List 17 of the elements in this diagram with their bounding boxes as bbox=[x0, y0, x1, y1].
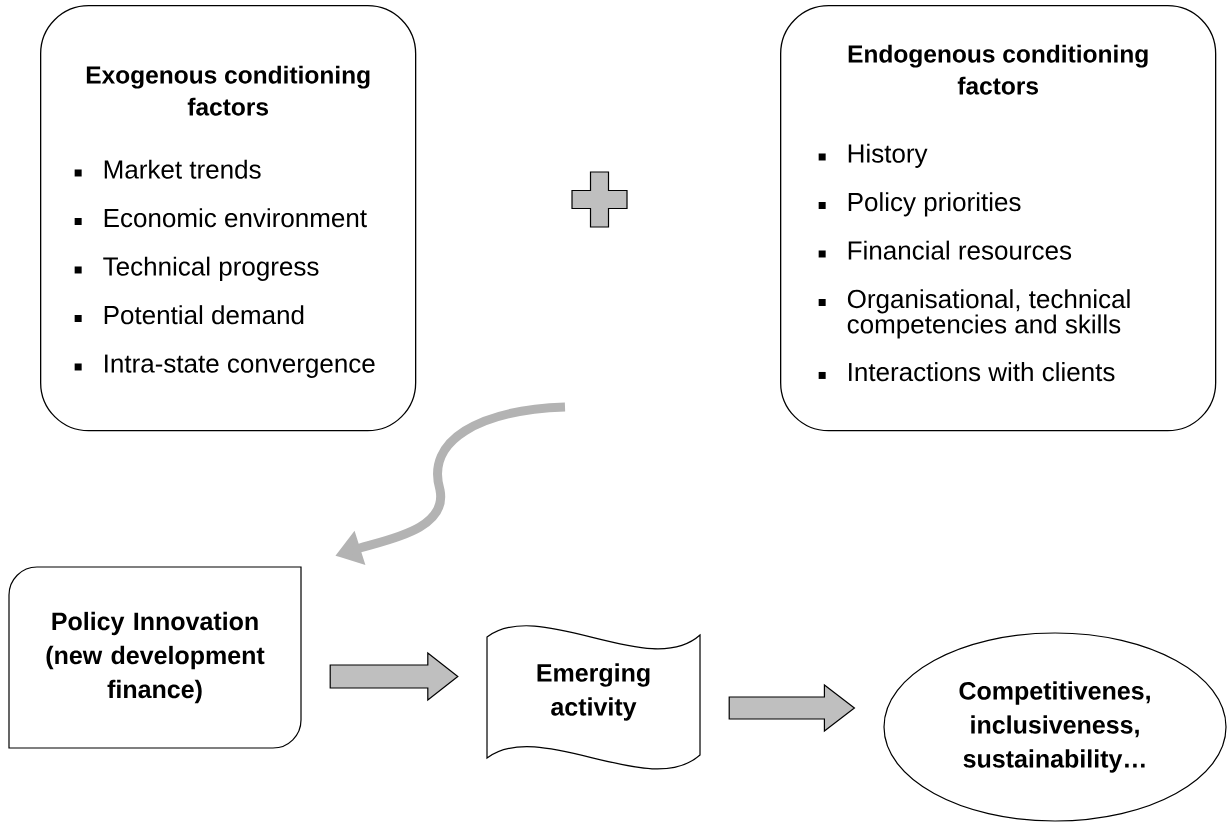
factor-box bbox=[40, 5, 417, 432]
list-item: Economic environment bbox=[74, 208, 367, 228]
block-arrow bbox=[728, 683, 856, 733]
process-box: Policy Innovation (new development finance) bbox=[8, 566, 302, 749]
box-heading: Endogenous conditioning factors bbox=[848, 44, 1148, 95]
list-item: Organisational, technical competencies and skills bbox=[818, 289, 1130, 339]
list-item: Intra-state convergence bbox=[74, 354, 375, 378]
factor-box bbox=[780, 5, 1217, 432]
list-item: History bbox=[818, 143, 928, 168]
box-heading: Exogenous conditioning factors bbox=[86, 65, 370, 116]
list-item: Market trends bbox=[74, 159, 261, 179]
list-item: Policy priorities bbox=[818, 192, 1021, 217]
list-item: Technical progress bbox=[74, 256, 319, 281]
block-arrow bbox=[329, 651, 459, 702]
list-item: Interactions with clients bbox=[818, 362, 1115, 382]
list-item: Potential demand bbox=[74, 305, 304, 325]
list-item: Financial resources bbox=[818, 240, 1072, 260]
